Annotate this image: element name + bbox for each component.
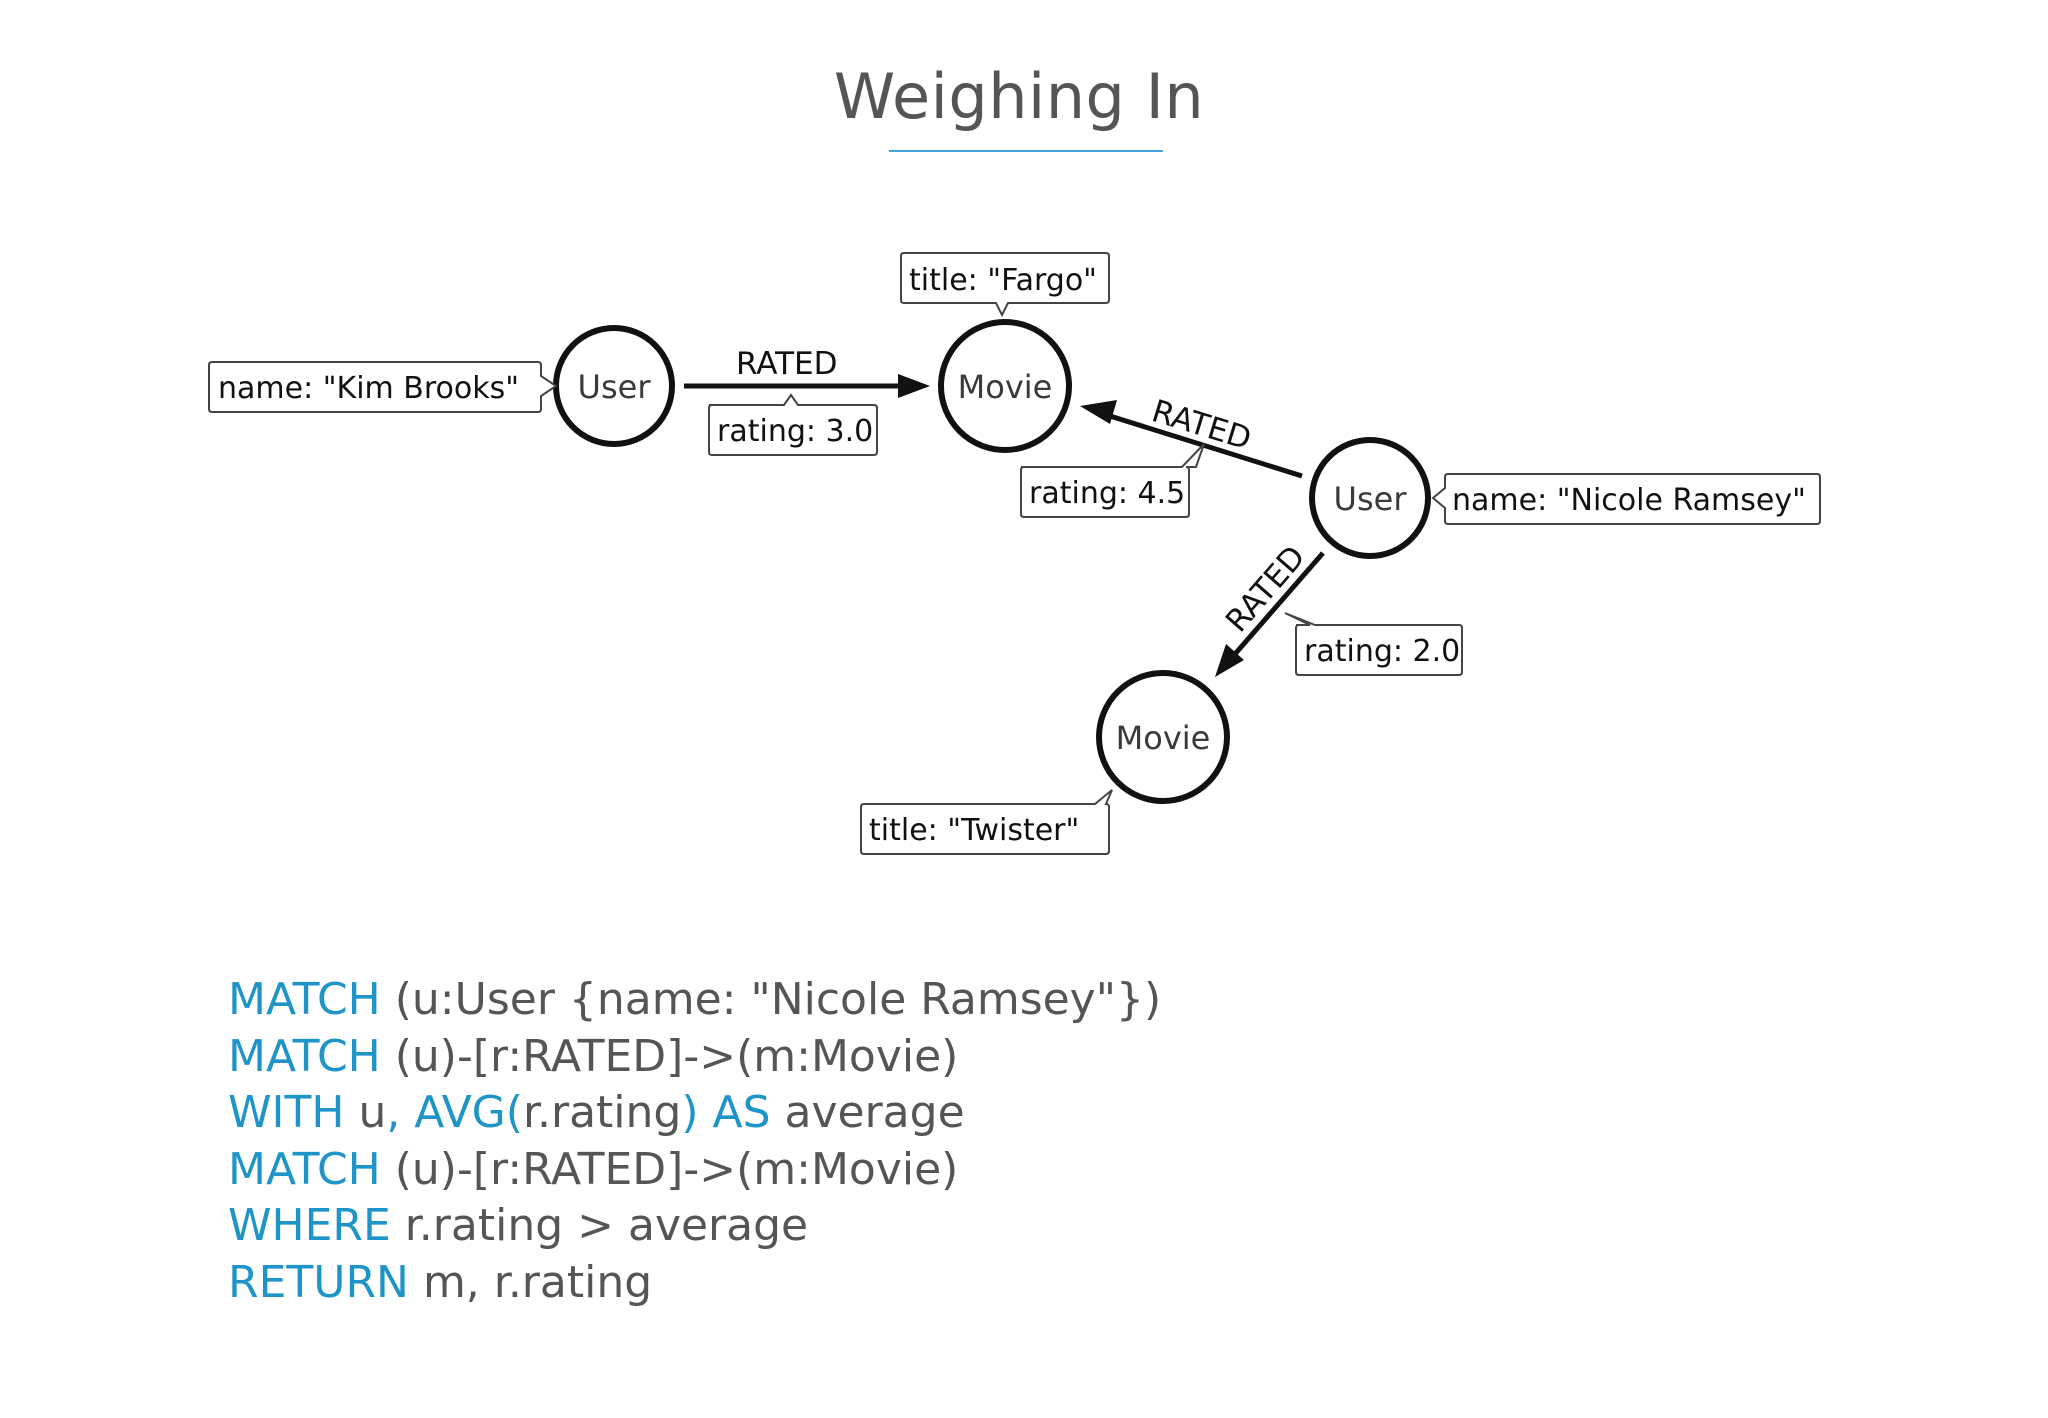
node-circle <box>1309 437 1431 559</box>
rel-prop-callout-nicole-twister: rating: 2.0 <box>1284 612 1463 676</box>
rel-prop-text: rating: 4.5 <box>1029 476 1185 511</box>
query-keyword: MATCH <box>228 974 381 1025</box>
rel-prop-callout-kim-fargo: rating: 3.0 <box>708 393 878 456</box>
arrowhead <box>1080 400 1117 424</box>
rel-type-label: RATED <box>736 346 837 382</box>
node-label: Movie <box>1116 719 1211 757</box>
node-circle <box>938 319 1072 453</box>
query-text: (u:User {name: "Nicole Ramsey"}) <box>380 974 1162 1025</box>
query-keyword: RETURN <box>228 1256 409 1308</box>
node-prop-callout-twister: title: "Twister" <box>860 789 1113 855</box>
query-line: WITH u, AVG(r.rating) AS average <box>228 1085 1161 1142</box>
node-label: Movie <box>958 368 1053 406</box>
node-prop-callout-kim: name: "Kim Brooks" <box>208 361 558 413</box>
node-movie-fargo: Movie <box>938 319 1072 453</box>
graph-diagram: RATED rating: 3.0 RATED rating: 4.5 RATE… <box>208 252 1821 855</box>
query-text: (u)-[r:RATED]->(m:Movie) <box>380 1030 959 1082</box>
query-line: MATCH (u:User {name: "Nicole Ramsey"}) <box>228 972 1161 1029</box>
node-label: User <box>1334 480 1408 518</box>
arrowhead <box>898 374 930 398</box>
relationship-kim-rated-fargo: RATED <box>684 346 930 398</box>
query-keyword: , AVG( <box>386 1087 523 1138</box>
query-keyword: ) AS <box>681 1087 771 1138</box>
query-keyword: MATCH <box>228 1030 381 1082</box>
query-text: r.rating <box>522 1087 682 1138</box>
node-prop-text: title: "Twister" <box>869 813 1079 848</box>
query-keyword: WHERE <box>228 1200 391 1251</box>
edge-line <box>1233 551 1325 656</box>
slide-title: Weighing In <box>833 60 1205 133</box>
query-line: WHERE r.rating > average <box>228 1198 1161 1255</box>
node-prop-text: name: "Nicole Ramsey" <box>1452 483 1806 518</box>
node-movie-twister: Movie <box>1096 670 1230 804</box>
rel-prop-text: rating: 2.0 <box>1304 634 1460 669</box>
node-prop-text: title: "Fargo" <box>909 263 1097 298</box>
node-user-kim: User <box>553 325 675 447</box>
node-circle <box>1096 670 1230 804</box>
node-prop-callout-fargo: title: "Fargo" <box>900 252 1110 318</box>
query-line: MATCH (u)-[r:RATED]->(m:Movie) <box>228 1142 1161 1199</box>
query-line: MATCH (u)-[r:RATED]->(m:Movie) <box>228 1029 1161 1086</box>
query-keyword: MATCH <box>228 1143 381 1195</box>
node-user-nicole: User <box>1309 437 1431 559</box>
arrowhead <box>1215 644 1244 677</box>
node-prop-text: name: "Kim Brooks" <box>218 371 519 406</box>
query-keyword: WITH <box>228 1087 345 1138</box>
node-label: User <box>578 368 652 406</box>
query-text: r.rating > average <box>390 1200 809 1251</box>
node-prop-callout-nicole: name: "Nicole Ramsey" <box>1431 473 1821 525</box>
edge-line <box>1109 413 1303 479</box>
cypher-query: MATCH (u:User {name: "Nicole Ramsey"})MA… <box>228 972 1161 1311</box>
rel-prop-callout-nicole-fargo: rating: 4.5 <box>1020 443 1205 518</box>
title-underline <box>889 150 1163 152</box>
query-line: RETURN m, r.rating <box>228 1255 1161 1312</box>
query-text: average <box>770 1087 965 1138</box>
rel-prop-text: rating: 3.0 <box>717 414 873 449</box>
query-text: (u)-[r:RATED]->(m:Movie) <box>380 1143 959 1195</box>
query-text: u <box>344 1087 387 1138</box>
query-text: m, r.rating <box>408 1256 653 1308</box>
